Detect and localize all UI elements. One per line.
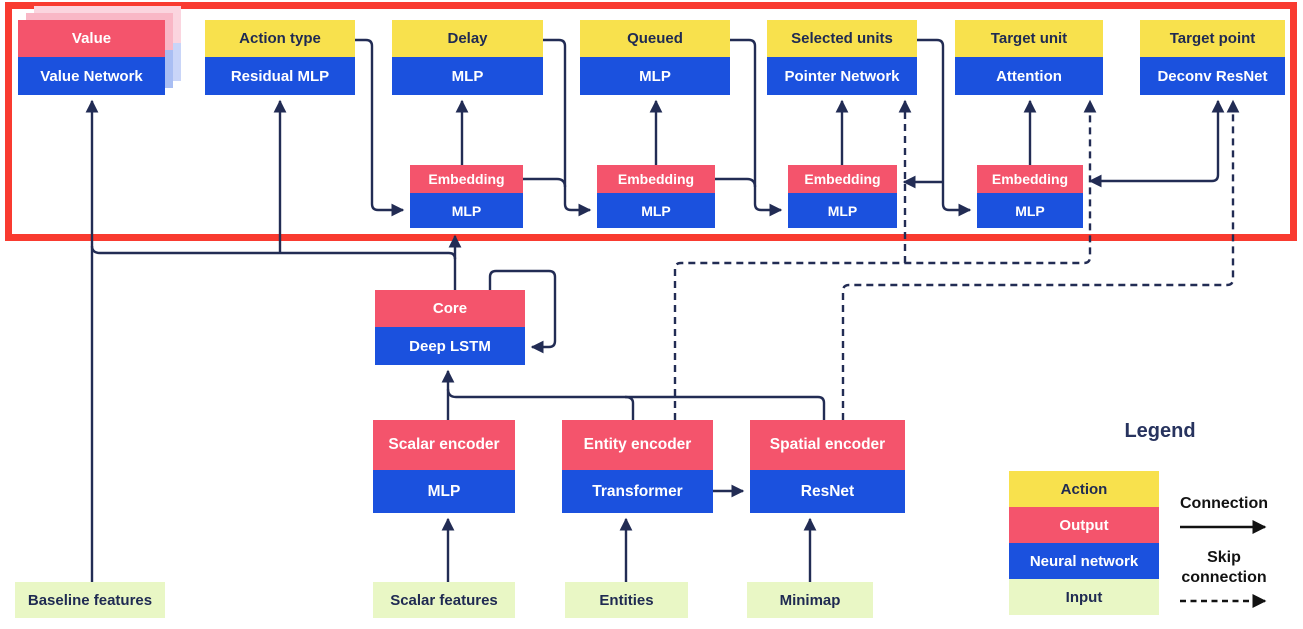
legend-item-neural-network: Neural network: [1009, 543, 1159, 579]
node-embedding-4-network: MLP: [977, 193, 1083, 228]
node-core-network: Deep LSTM: [375, 327, 525, 365]
node-scalar-encoder: Scalar encoder MLP: [373, 420, 515, 513]
node-embedding-3-network: MLP: [788, 193, 897, 228]
node-delay: Delay MLP: [392, 20, 543, 95]
input-baseline-features: Baseline features: [15, 582, 165, 618]
node-embedding-3: Embedding MLP: [788, 165, 897, 228]
node-target-point-label: Target point: [1140, 20, 1285, 57]
input-scalar-features: Scalar features: [373, 582, 515, 618]
node-spatial-encoder-label: Spatial encoder: [750, 420, 905, 470]
node-value: Value Value Network: [18, 20, 165, 95]
node-queued-network: MLP: [580, 57, 730, 95]
node-action-type-label: Action type: [205, 20, 355, 57]
node-target-unit-label: Target unit: [955, 20, 1103, 57]
skip-connections: [673, 99, 1240, 420]
input-minimap: Minimap: [747, 582, 873, 618]
node-scalar-encoder-label: Scalar encoder: [373, 420, 515, 470]
node-action-type: Action type Residual MLP: [205, 20, 355, 95]
node-embedding-3-label: Embedding: [788, 165, 897, 193]
legend-skip-connection-label: Skip connection: [1181, 549, 1267, 586]
node-core-label: Core: [375, 290, 525, 327]
node-action-type-network: Residual MLP: [205, 57, 355, 95]
node-value-network: Value Network: [18, 57, 165, 95]
node-selected-units-network: Pointer Network: [767, 57, 917, 95]
legend-item-action: Action: [1009, 471, 1159, 507]
solid-connections: [85, 38, 1225, 582]
node-scalar-encoder-network: MLP: [373, 470, 515, 513]
highlight-frame: [5, 2, 1297, 241]
node-target-unit: Target unit Attention: [955, 20, 1103, 95]
node-queued: Queued MLP: [580, 20, 730, 95]
node-embedding-4: Embedding MLP: [977, 165, 1083, 228]
input-entities: Entities: [565, 582, 688, 618]
node-value-label: Value: [18, 20, 165, 57]
node-delay-network: MLP: [392, 57, 543, 95]
node-spatial-encoder: Spatial encoder ResNet: [750, 420, 905, 513]
node-embedding-1-network: MLP: [410, 193, 523, 228]
node-target-point-network: Deconv ResNet: [1140, 57, 1285, 95]
node-embedding-1-label: Embedding: [410, 165, 523, 193]
node-delay-label: Delay: [392, 20, 543, 57]
node-selected-units: Selected units Pointer Network: [767, 20, 917, 95]
node-entity-encoder: Entity encoder Transformer: [562, 420, 713, 513]
node-target-point: Target point Deconv ResNet: [1140, 20, 1285, 95]
node-selected-units-label: Selected units: [767, 20, 917, 57]
node-embedding-2-label: Embedding: [597, 165, 715, 193]
node-entity-encoder-network: Transformer: [562, 470, 713, 513]
legend-title: Legend: [1124, 420, 1196, 442]
node-embedding-4-label: Embedding: [977, 165, 1083, 193]
legend-connection-label: Connection: [1180, 495, 1268, 512]
legend-item-input: Input: [1009, 579, 1159, 615]
legend-item-output: Output: [1009, 507, 1159, 543]
node-entity-encoder-label: Entity encoder: [562, 420, 713, 470]
node-embedding-1: Embedding MLP: [410, 165, 523, 228]
node-core: Core Deep LSTM: [375, 290, 525, 365]
node-embedding-2-network: MLP: [597, 193, 715, 228]
node-spatial-encoder-network: ResNet: [750, 470, 905, 513]
node-target-unit-network: Attention: [955, 57, 1103, 95]
node-queued-label: Queued: [580, 20, 730, 57]
node-embedding-2: Embedding MLP: [597, 165, 715, 228]
